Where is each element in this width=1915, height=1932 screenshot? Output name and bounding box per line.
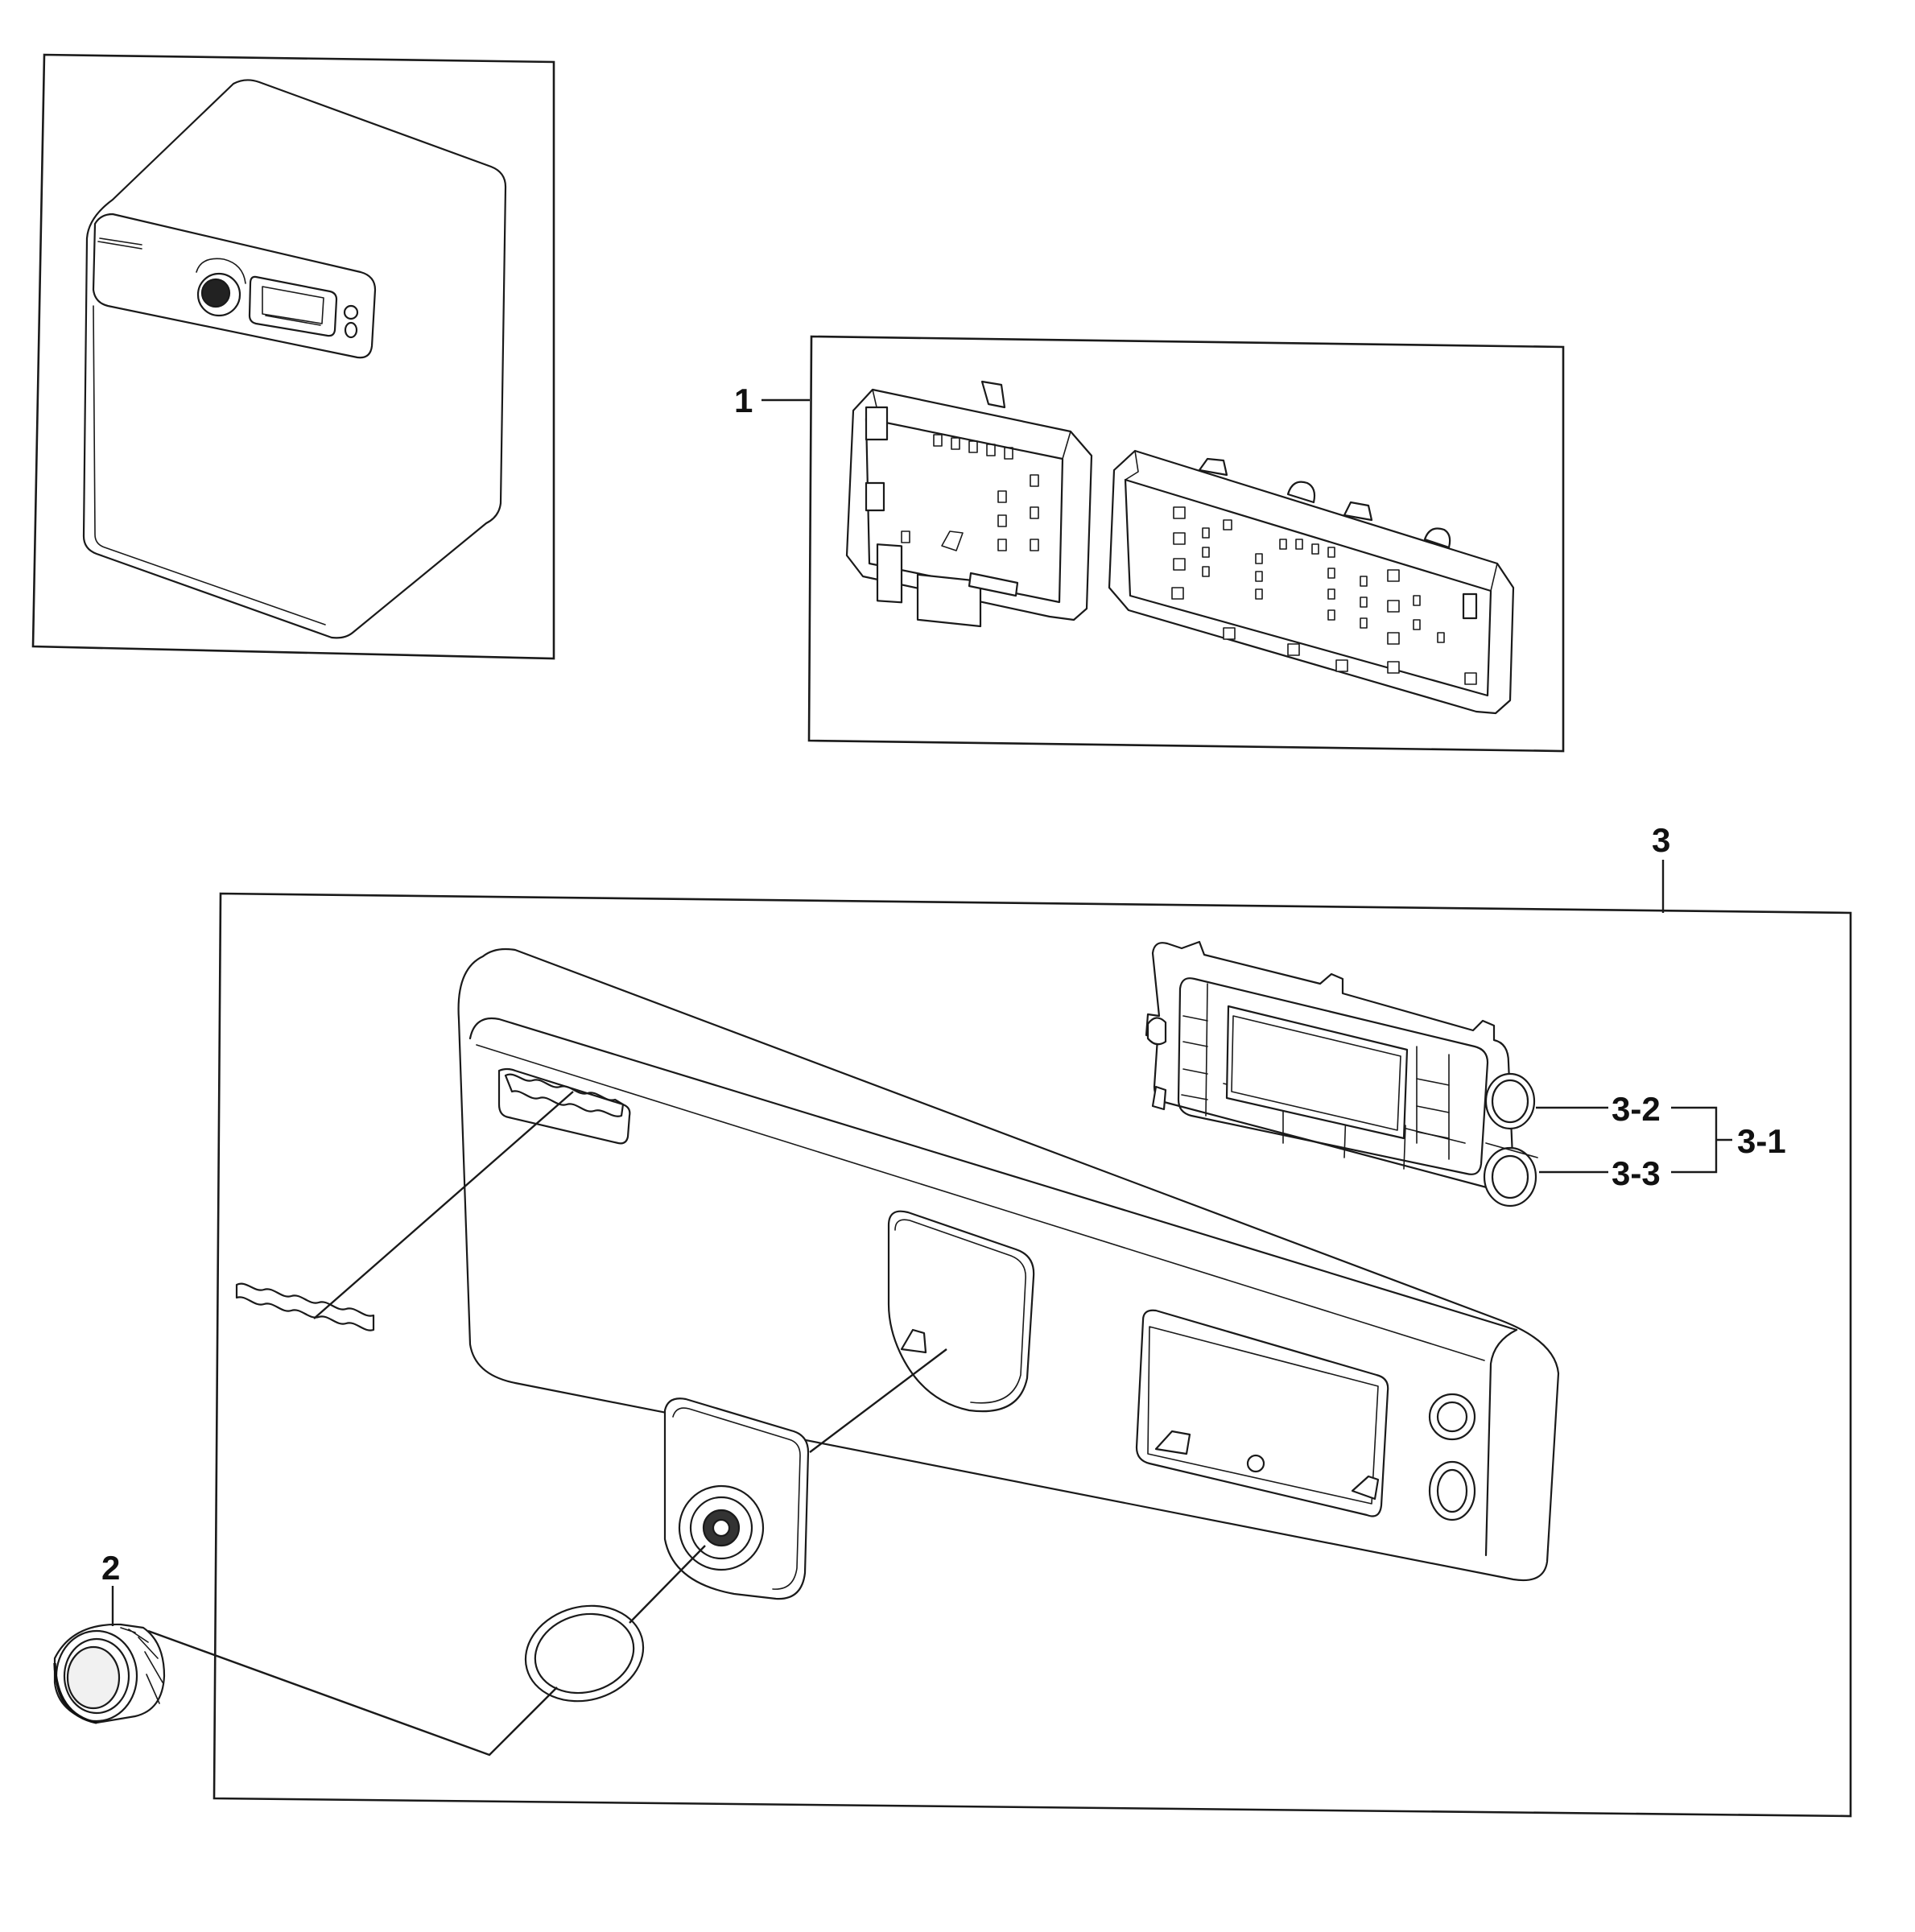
name-plate-icon [235,1091,574,1331]
callout-part-3-3: 3-3 [1612,1154,1661,1192]
appliance-overview-frame [31,53,555,660]
control-panel-frame [213,892,1852,1818]
display-module-icon [111,860,1732,1626]
encoder-housing-icon [663,1348,947,1600]
pcb-assembly-frame [807,335,1565,753]
callout-part-3-2: 3-2 [1612,1090,1661,1128]
o-ring-icon [524,1545,706,1703]
callout-part-3-1: 3-1 [1737,1122,1786,1160]
callout-part-2: 2 [101,1549,120,1587]
knob-icon [53,1623,558,1757]
dryer-appliance-icon [82,79,507,639]
callout-part-1: 1 [734,382,753,419]
callout-part-3: 3 [1652,821,1670,859]
pcb-assembly-icon [761,380,1515,715]
